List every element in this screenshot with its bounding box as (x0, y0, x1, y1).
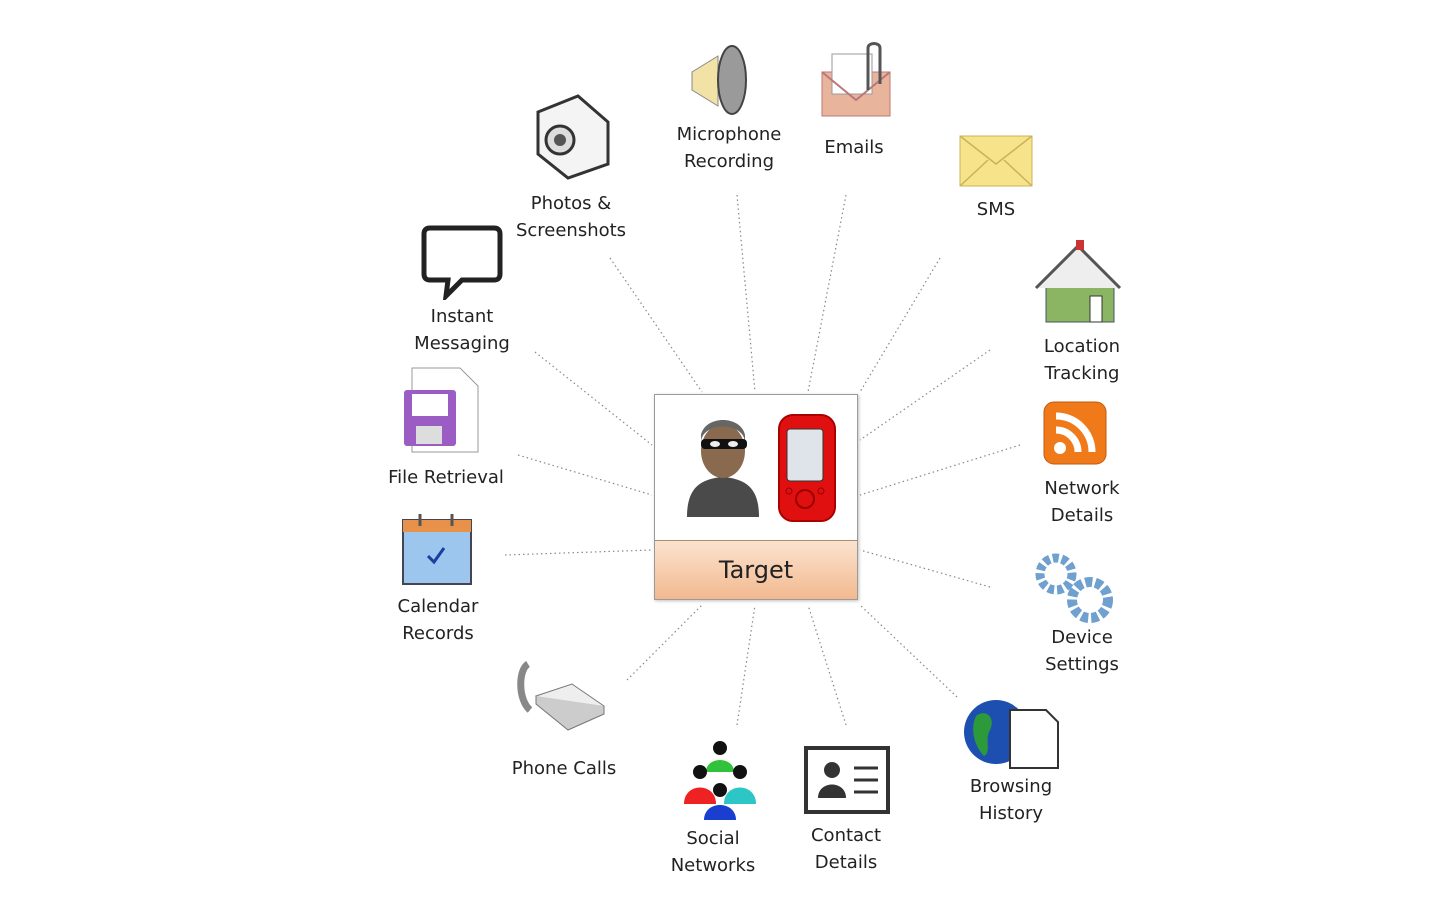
envelope-icon (959, 135, 1033, 187)
connector-microphone (736, 194, 756, 393)
gears-icon (1035, 553, 1113, 623)
speaker-icon (691, 45, 747, 115)
speech-bubble-icon (421, 225, 503, 300)
connector-calendar (504, 549, 653, 556)
target-box: Target (654, 394, 858, 600)
node-label: Browsing History (969, 776, 1053, 824)
node-contact: Contact Details (766, 822, 926, 876)
node-label: Social Networks (670, 828, 756, 876)
connector-phone (626, 604, 703, 681)
node-label: Microphone Recording (676, 124, 782, 172)
connector-sms (859, 257, 941, 393)
node-label: Emails (824, 137, 884, 158)
node-label: Contact Details (810, 825, 882, 873)
contact-card-icon (804, 746, 890, 814)
node-network: Network Details (1002, 475, 1162, 529)
node-label: Network Details (1044, 478, 1120, 526)
node-sms: SMS (916, 196, 1076, 223)
connector-emails (807, 194, 847, 393)
telephone-icon (517, 661, 606, 731)
node-label: SMS (976, 199, 1016, 220)
node-file: File Retrieval (366, 464, 526, 491)
node-label: File Retrieval (388, 467, 504, 488)
node-microphone: Microphone Recording (649, 121, 809, 175)
connector-location (859, 349, 991, 441)
node-label: Instant Messaging (414, 306, 510, 354)
hacker-icon (687, 420, 759, 517)
camera-icon (536, 94, 610, 180)
globe-page-icon (964, 700, 1059, 769)
node-phone: Phone Calls (484, 755, 644, 782)
connector-file (517, 454, 653, 496)
node-im: Instant Messaging (382, 303, 542, 357)
node-photos: Photos & Screenshots (491, 190, 651, 244)
connector-im (534, 351, 653, 446)
node-social: Social Networks (633, 825, 793, 879)
connector-network (859, 444, 1021, 496)
node-emails: Emails (774, 134, 934, 161)
node-device: Device Settings (1002, 624, 1162, 678)
floppy-file-icon (404, 367, 479, 453)
node-label: Phone Calls (511, 758, 617, 779)
connector-browsing (859, 604, 958, 698)
calendar-icon (402, 514, 472, 585)
mobile-device-icon (778, 414, 836, 522)
connector-photos (609, 257, 703, 393)
rss-icon (1043, 401, 1107, 465)
node-label: Calendar Records (397, 596, 479, 644)
connector-contact (807, 604, 847, 726)
node-label: Photos & Screenshots (515, 193, 627, 241)
node-label: Device Settings (1045, 627, 1119, 675)
house-icon (1034, 240, 1122, 323)
node-label: Location Tracking (1043, 336, 1121, 384)
connector-device (859, 549, 991, 588)
email-attachment-icon (821, 42, 891, 117)
node-location: Location Tracking (1002, 333, 1162, 387)
connector-social (736, 604, 756, 726)
target-label: Target (655, 540, 857, 599)
node-calendar: Calendar Records (358, 593, 518, 647)
people-group-icon (684, 741, 756, 820)
node-browsing: Browsing History (931, 773, 1091, 827)
